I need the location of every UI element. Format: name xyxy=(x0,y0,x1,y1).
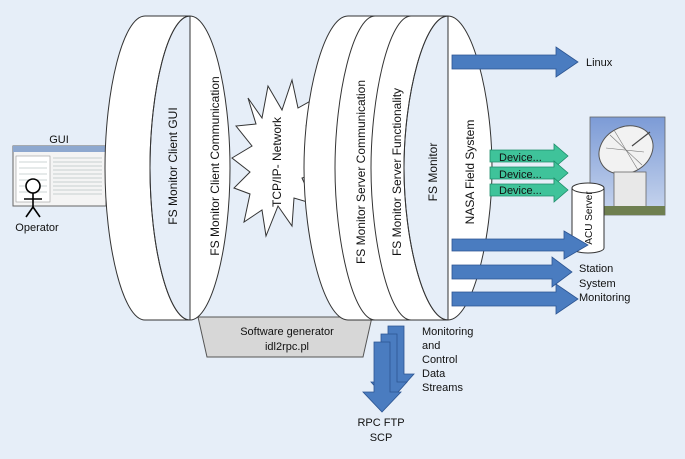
linux-arrow xyxy=(451,46,579,78)
client-layer-communication: FS Monitor Client Communication xyxy=(208,76,222,255)
monitoring-label: Monitoring xyxy=(579,292,630,304)
station-monitoring-arrows xyxy=(451,230,589,315)
client-cylinder xyxy=(104,15,231,321)
linux-label: Linux xyxy=(586,57,613,69)
streams-line-2: and xyxy=(422,340,440,352)
streams-line-5: Streams xyxy=(422,382,463,394)
operator-label: Operator xyxy=(15,222,59,234)
antenna-photo xyxy=(589,116,666,216)
software-generator-script: idl2rpc.pl xyxy=(265,341,309,353)
monitoring-arrow-3 xyxy=(451,283,579,315)
device-label-2: Device... xyxy=(499,169,542,181)
device-arrow-3 xyxy=(489,177,569,203)
device-arrows xyxy=(489,143,569,203)
monitoring-arrow-2 xyxy=(451,256,573,288)
software-generator-label: Software generator xyxy=(240,326,334,338)
server-layer-fs-monitor: FS Monitor xyxy=(426,143,440,202)
device-arrow-1 xyxy=(489,143,569,169)
device-arrow-2 xyxy=(489,160,569,186)
tcpip-network-label: TCP/IP- Network xyxy=(270,116,284,207)
gui-label: GUI xyxy=(49,134,69,146)
device-label-3: Device... xyxy=(499,185,542,197)
system-label: System xyxy=(579,278,616,290)
server-layer-communication: FS Monitor Server Communication xyxy=(354,80,368,264)
server-layer-functionality: FS Monitor Server Functionality xyxy=(390,88,404,256)
operator-figure xyxy=(24,178,42,218)
rpc-ftp-label: RPC FTP xyxy=(357,417,404,429)
station-label: Station xyxy=(579,263,613,275)
streams-line-4: Data xyxy=(422,368,446,380)
scp-label: SCP xyxy=(370,432,393,444)
acu-server-label: ACU Server xyxy=(584,191,595,245)
monitoring-arrow-1 xyxy=(451,230,589,260)
server-layer-nasa-field-system: NASA Field System xyxy=(463,120,477,225)
streams-line-1: Monitoring xyxy=(422,326,473,338)
tcpip-network-burst xyxy=(231,78,323,238)
streams-line-3: Control xyxy=(422,354,457,366)
gui-screenshot xyxy=(12,145,107,207)
data-stream-arrows xyxy=(362,325,415,413)
client-layer-gui: FS Monitor Client GUI xyxy=(166,107,180,224)
software-generator-box xyxy=(197,316,373,358)
stream-arrow-front xyxy=(362,341,402,413)
device-label-1: Device... xyxy=(499,152,542,164)
